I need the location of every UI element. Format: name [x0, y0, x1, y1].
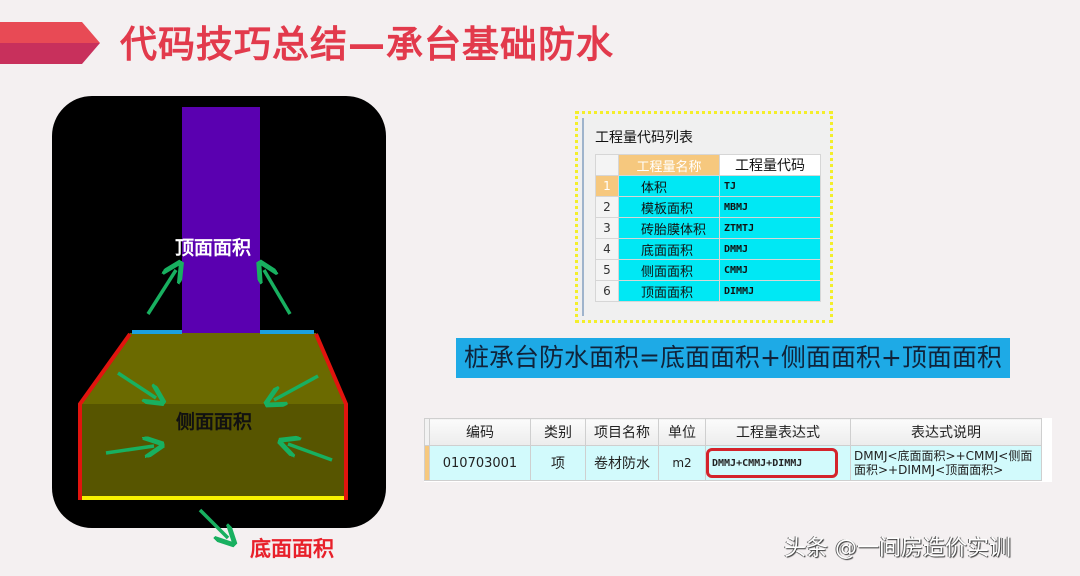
- title-arrow-icon: [0, 22, 100, 64]
- expression-highlight-box: [706, 448, 838, 478]
- table-row[interactable]: 6 顶面面积 DIMMJ: [595, 280, 821, 302]
- quantity-name: 底面面积: [618, 238, 720, 260]
- header-unit[interactable]: 单位: [658, 418, 706, 446]
- row-index: 6: [595, 280, 619, 302]
- code-list-table: 工程量名称 工程量代码 1 体积 TJ 2 模板面积 MBMJ 3 砖胎膜体积 …: [595, 154, 821, 302]
- header-expression[interactable]: 工程量表达式: [705, 418, 851, 446]
- cap-slope-shape: [80, 333, 346, 404]
- quantity-code: DIMMJ: [719, 280, 821, 302]
- quantity-name: 顶面面积: [618, 280, 720, 302]
- quantity-name: 模板面积: [618, 196, 720, 218]
- table-row[interactable]: 4 底面面积 DMMJ: [595, 238, 821, 260]
- quantity-name: 砖胎膜体积: [618, 217, 720, 239]
- item-unit[interactable]: m2: [658, 445, 706, 481]
- quantity-code: CMMJ: [719, 259, 821, 281]
- quantity-expression-cell[interactable]: DMMJ+CMMJ+DIMMJ: [705, 445, 851, 481]
- quantity-code: MBMJ: [719, 196, 821, 218]
- top-area-label: 顶面面积: [175, 237, 252, 259]
- item-category[interactable]: 项: [530, 445, 586, 481]
- column-shape: [182, 107, 260, 333]
- table-row[interactable]: 010703001 项 卷材防水 m2 DMMJ+CMMJ+DIMMJ DMMJ…: [424, 445, 1042, 481]
- row-index: 4: [595, 238, 619, 260]
- table-row[interactable]: 1 体积 TJ: [595, 175, 821, 197]
- expression-description[interactable]: DMMJ<底面面积>+CMMJ<侧面面积>+DIMMJ<顶面面积>: [850, 445, 1042, 481]
- row-index: 1: [595, 175, 619, 197]
- row-index: 5: [595, 259, 619, 281]
- code-list-title: 工程量代码列表: [595, 130, 693, 146]
- quantity-code: TJ: [719, 175, 821, 197]
- quantity-table: 编码 类别 项目名称 单位 工程量表达式 表达式说明 010703001 项 卷…: [424, 418, 1042, 481]
- quantity-name: 侧面面积: [618, 259, 720, 281]
- quantity-code: DMMJ: [719, 238, 821, 260]
- quantity-table-panel: 编码 类别 项目名称 单位 工程量表达式 表达式说明 010703001 项 卷…: [424, 418, 1052, 482]
- header-description[interactable]: 表达式说明: [850, 418, 1042, 446]
- formula-banner: 桩承台防水面积=底面面积+侧面面积+顶面面积: [456, 338, 1010, 378]
- watermark: 头条 @一间房造价实训: [784, 536, 1011, 561]
- row-index: 3: [595, 217, 619, 239]
- item-name[interactable]: 卷材防水: [585, 445, 659, 481]
- header-item-name[interactable]: 项目名称: [585, 418, 659, 446]
- bottom-area-arrow-icon: [198, 508, 250, 550]
- header-quantity-code[interactable]: 工程量代码: [719, 154, 821, 176]
- page-title: 代码技巧总结—承台基础防水: [120, 23, 614, 66]
- pile-cap-illustration: [78, 107, 348, 500]
- pile-cap-diagram: 顶面面积 侧面面积: [52, 96, 386, 528]
- quantity-name: 体积: [618, 175, 720, 197]
- code-list-panel: 工程量代码列表 工程量名称 工程量代码 1 体积 TJ 2 模板面积 MBMJ …: [575, 111, 833, 323]
- table-row[interactable]: 2 模板面积 MBMJ: [595, 196, 821, 218]
- row-index: 2: [595, 196, 619, 218]
- bottom-area-label: 底面面积: [250, 537, 334, 561]
- header-category[interactable]: 类别: [530, 418, 586, 446]
- quantity-code: ZTMTJ: [719, 217, 821, 239]
- side-area-label: 侧面面积: [176, 411, 253, 433]
- table-row[interactable]: 3 砖胎膜体积 ZTMTJ: [595, 217, 821, 239]
- table-row[interactable]: 5 侧面面积 CMMJ: [595, 259, 821, 281]
- header-code[interactable]: 编码: [429, 418, 531, 446]
- header-index: [595, 154, 619, 176]
- header-quantity-name[interactable]: 工程量名称: [618, 154, 720, 176]
- item-code[interactable]: 010703001: [429, 445, 531, 481]
